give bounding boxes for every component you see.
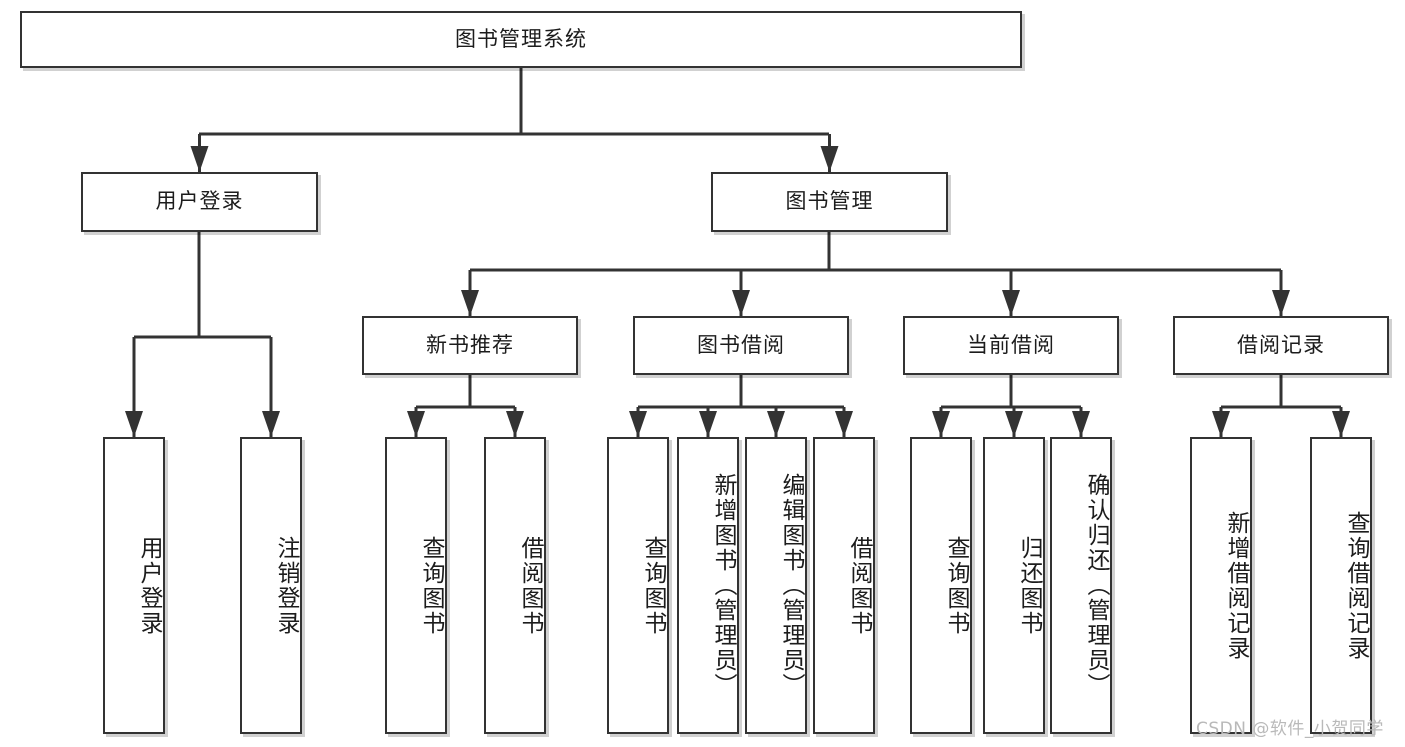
node-l2-record[interactable]: 借阅记录	[1173, 316, 1389, 375]
node-label: 新增借阅记录	[1223, 510, 1249, 661]
arrowhead-l2-current	[1002, 290, 1020, 316]
node-label: 确认归还（管理员）	[1083, 473, 1109, 698]
node-l1-bookmgmt[interactable]: 图书管理	[711, 172, 948, 232]
node-label: 借阅图书	[846, 535, 872, 636]
node-l3-bk-add[interactable]: 新增图书（管理员）	[677, 437, 739, 734]
arrowhead-l3-cur-return	[1005, 411, 1023, 437]
arrowhead-l3-bk-query	[629, 411, 647, 437]
arrowhead-l1-login	[190, 146, 209, 172]
arrowhead-l3-bk-add	[699, 411, 717, 437]
node-l2-current[interactable]: 当前借阅	[903, 316, 1119, 375]
arrowhead-l3-cur-confirm	[1072, 411, 1090, 437]
arrowhead-l1-bookmgmt	[820, 146, 839, 172]
node-label: 当前借阅	[967, 332, 1055, 357]
node-l1-login[interactable]: 用户登录	[81, 172, 318, 232]
node-l3-cur-return[interactable]: 归还图书	[983, 437, 1045, 734]
node-l3-rec-query[interactable]: 查询借阅记录	[1310, 437, 1372, 734]
arrowhead-l2-record	[1272, 290, 1290, 316]
node-l3-user-logout[interactable]: 注销登录	[240, 437, 302, 734]
node-l2-newbook[interactable]: 新书推荐	[362, 316, 578, 375]
node-l3-nb-query[interactable]: 查询图书	[385, 437, 447, 734]
node-label: 图书管理	[785, 189, 874, 214]
node-l3-user-login[interactable]: 用户登录	[103, 437, 165, 734]
node-label: 借阅图书	[517, 535, 543, 636]
node-l2-borrow[interactable]: 图书借阅	[633, 316, 849, 375]
arrowhead-l3-nb-query	[407, 411, 425, 437]
arrowhead-l3-bk-edit	[767, 411, 785, 437]
node-label: 用户登录	[155, 189, 244, 214]
node-label: 注销登录	[273, 535, 299, 636]
node-root[interactable]: 图书管理系统	[20, 11, 1022, 68]
arrowhead-l3-user-login	[125, 411, 143, 437]
node-l3-bk-borrow[interactable]: 借阅图书	[813, 437, 875, 734]
arrowhead-l3-cur-query	[932, 411, 950, 437]
node-label: 查询借阅记录	[1343, 510, 1369, 661]
arrowhead-l3-rec-add	[1212, 411, 1230, 437]
watermark-text: CSDN @软件_小贺同学	[1196, 719, 1384, 739]
node-l3-cur-query[interactable]: 查询图书	[910, 437, 972, 734]
node-label: 查询图书	[418, 535, 444, 636]
node-l3-cur-confirm[interactable]: 确认归还（管理员）	[1050, 437, 1112, 734]
node-label: 借阅记录	[1237, 332, 1325, 357]
node-label: 新增图书（管理员）	[710, 473, 736, 698]
node-l3-rec-add[interactable]: 新增借阅记录	[1190, 437, 1252, 734]
node-l3-nb-borrow[interactable]: 借阅图书	[484, 437, 546, 734]
arrowhead-l3-bk-borrow	[835, 411, 853, 437]
arrowhead-l3-rec-query	[1332, 411, 1350, 437]
node-l3-bk-query[interactable]: 查询图书	[607, 437, 669, 734]
arrowhead-l2-borrow	[732, 290, 750, 316]
node-label: 查询图书	[943, 535, 969, 636]
node-label: 编辑图书（管理员）	[778, 473, 804, 698]
arrowhead-l3-nb-borrow	[506, 411, 524, 437]
node-label: 图书管理系统	[455, 26, 587, 51]
arrowhead-l3-user-logout	[262, 411, 280, 437]
node-label: 新书推荐	[426, 332, 514, 357]
arrowhead-l2-newbook	[461, 290, 479, 316]
node-label: 图书借阅	[697, 332, 785, 357]
node-label: 归还图书	[1016, 535, 1042, 636]
node-label: 查询图书	[640, 535, 666, 636]
node-l3-bk-edit[interactable]: 编辑图书（管理员）	[745, 437, 807, 734]
node-label: 用户登录	[136, 535, 162, 636]
